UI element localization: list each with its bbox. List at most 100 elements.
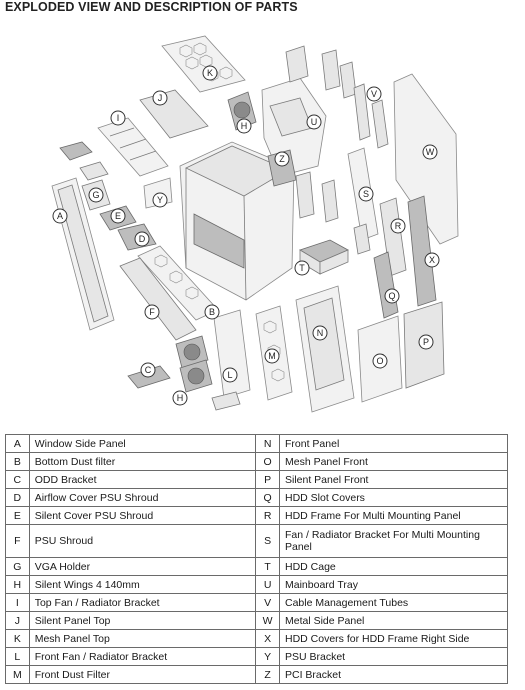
part-description-cell: Front Fan / Radiator Bracket xyxy=(28,647,257,666)
part-description-cell: Silent Cover PSU Shroud xyxy=(28,506,257,525)
window-glass-part xyxy=(57,184,109,323)
part-description-cell: PSU Bracket xyxy=(279,647,508,666)
callout-m: M xyxy=(264,348,280,364)
part-description-cell: HDD Slot Covers xyxy=(279,488,508,507)
part-letter-cell: O xyxy=(255,452,280,471)
callout-h-bottom: H xyxy=(172,390,188,406)
part-description-cell: Front Panel xyxy=(279,434,508,453)
svg-text:K: K xyxy=(207,68,213,78)
svg-text:O: O xyxy=(376,356,383,366)
callout-k: K xyxy=(202,65,218,81)
page-title: EXPLODED VIEW AND DESCRIPTION OF PARTS xyxy=(5,0,298,14)
svg-text:L: L xyxy=(227,370,232,380)
part-description-cell: Front Dust Filter xyxy=(28,665,257,684)
svg-text:P: P xyxy=(423,337,429,347)
callout-j: J xyxy=(152,90,168,106)
svg-text:C: C xyxy=(145,365,152,375)
part-letter-cell: I xyxy=(5,593,30,612)
callout-w: W xyxy=(422,144,438,160)
part-description-cell: Cable Management Tubes xyxy=(279,593,508,612)
svg-text:A: A xyxy=(57,211,63,221)
part-description-cell: Airflow Cover PSU Shroud xyxy=(28,488,257,507)
top-fan-bracket-part xyxy=(97,117,169,177)
callout-q: Q xyxy=(384,288,400,304)
svg-text:W: W xyxy=(426,147,435,157)
callout-o: O xyxy=(372,353,388,369)
svg-text:B: B xyxy=(209,307,215,317)
part-letter-cell: W xyxy=(255,611,280,630)
svg-text:H: H xyxy=(241,121,248,131)
part-letter-cell: B xyxy=(5,452,30,471)
part-letter-cell: N xyxy=(255,434,280,453)
callout-e: E xyxy=(110,208,126,224)
svg-text:U: U xyxy=(311,117,318,127)
svg-text:J: J xyxy=(158,93,163,103)
bar-part xyxy=(353,223,371,255)
part-letter-cell: V xyxy=(255,593,280,612)
part-description-cell: PCI Bracket xyxy=(279,665,508,684)
small-bracket-part xyxy=(59,141,93,161)
part-description-cell: Mainboard Tray xyxy=(279,575,508,594)
part-description-cell: Top Fan / Radiator Bracket xyxy=(28,593,257,612)
svg-text:Q: Q xyxy=(388,291,395,301)
callout-p: P xyxy=(418,334,434,350)
part-description-cell: Window Side Panel xyxy=(28,434,257,453)
part-letter-cell: R xyxy=(255,506,280,525)
part-letter-cell: A xyxy=(5,434,30,453)
part-description-cell: Metal Side Panel xyxy=(279,611,508,630)
part-letter-cell: F xyxy=(5,524,30,558)
part-description-cell: HDD Cage xyxy=(279,557,508,576)
svg-text:V: V xyxy=(371,89,377,99)
callout-t: T xyxy=(294,260,310,276)
callout-i: I xyxy=(110,110,126,126)
part-description-cell: Silent Panel Front xyxy=(279,470,508,489)
part-letter-cell: U xyxy=(255,575,280,594)
part-letter-cell: G xyxy=(5,557,30,576)
part-letter-cell: Z xyxy=(255,665,280,684)
callout-n: N xyxy=(312,325,328,341)
part-letter-cell: J xyxy=(5,611,30,630)
svg-text:F: F xyxy=(149,307,155,317)
bar-part xyxy=(321,49,341,91)
front-fan-bracket-part xyxy=(213,309,251,399)
callout-l: L xyxy=(222,367,238,383)
cable-tube-part xyxy=(353,83,371,141)
callout-u: U xyxy=(306,114,322,130)
part-letter-cell: D xyxy=(5,488,30,507)
hdd-frame-part xyxy=(379,197,407,277)
part-description-cell: Mesh Panel Front xyxy=(279,452,508,471)
part-description-cell: Fan / Radiator Bracket For Multi Mountin… xyxy=(279,524,508,558)
part-letter-cell: H xyxy=(5,575,30,594)
callout-f: F xyxy=(144,304,160,320)
small-bracket-part xyxy=(79,161,109,181)
hdd-covers-part xyxy=(407,195,437,307)
part-description-cell: Bottom Dust filter xyxy=(28,452,257,471)
silent-wings-fan-lower-part xyxy=(175,335,213,393)
svg-text:R: R xyxy=(395,221,402,231)
part-description-cell: Silent Wings 4 140mm xyxy=(28,575,257,594)
svg-text:D: D xyxy=(139,234,146,244)
hdd-cage-part xyxy=(299,239,349,275)
svg-text:G: G xyxy=(92,190,99,200)
part-letter-cell: Y xyxy=(255,647,280,666)
part-letter-cell: Q xyxy=(255,488,280,507)
part-description-cell: ODD Bracket xyxy=(28,470,257,489)
svg-text:S: S xyxy=(363,189,369,199)
top-bracket-part xyxy=(285,45,309,83)
part-letter-cell: S xyxy=(255,524,280,558)
bar-part xyxy=(321,179,339,223)
part-letter-cell: T xyxy=(255,557,280,576)
part-description-cell: Silent Panel Top xyxy=(28,611,257,630)
callout-v: V xyxy=(366,86,382,102)
svg-text:H: H xyxy=(177,393,184,403)
callout-z: Z xyxy=(274,151,290,167)
silent-panel-top-part xyxy=(139,89,209,139)
